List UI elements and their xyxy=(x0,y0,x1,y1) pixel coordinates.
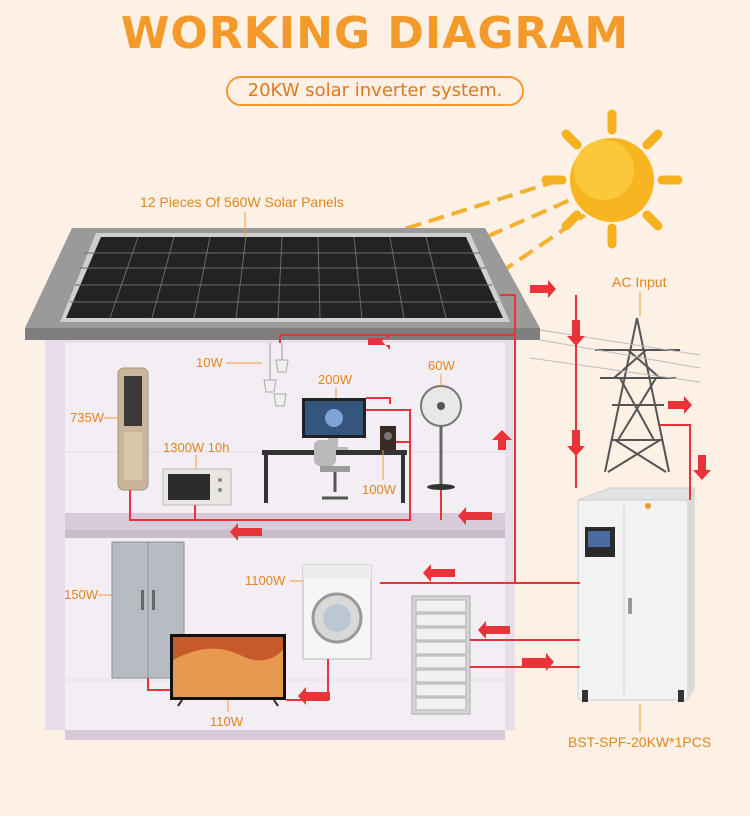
flow-arrows xyxy=(230,280,711,705)
tv-power-label: 110W xyxy=(210,714,243,729)
wiring xyxy=(129,294,691,701)
lamp-icon xyxy=(263,343,289,407)
lamp-power-label: 10W xyxy=(196,355,223,370)
sun-icon xyxy=(541,109,683,249)
computer-power-label: 200W xyxy=(318,372,352,387)
subtitle-badge: 20KW solar inverter system. xyxy=(226,76,524,106)
microwave-icon xyxy=(162,468,232,506)
fan-power-label: 60W xyxy=(428,358,455,373)
speaker-icon xyxy=(380,426,396,450)
microwave-power-label: 1300W 10h xyxy=(163,440,230,455)
solar-panels-label: 12 Pieces Of 560W Solar Panels xyxy=(140,194,344,210)
speaker-power-label: 100W xyxy=(362,482,396,497)
air-conditioner-power-label: 735W xyxy=(70,410,104,425)
washer-power-label: 1100W xyxy=(245,573,286,588)
ac-input-label: AC Input xyxy=(612,274,667,290)
chair-icon xyxy=(314,440,350,500)
washer-icon xyxy=(302,564,372,660)
inverter-model-label: BST-SPF-20KW*1PCS xyxy=(568,734,712,750)
battery-icon xyxy=(411,595,471,715)
pylon-icon xyxy=(529,317,701,473)
tv-icon xyxy=(170,634,286,707)
inverter-icon xyxy=(577,487,696,702)
fridge-power-label: 150W xyxy=(64,587,98,602)
air-conditioner-icon xyxy=(117,367,149,491)
fan-icon xyxy=(420,385,462,490)
page-title: WORKING DIAGRAM xyxy=(120,8,630,59)
solar-panel-icon xyxy=(60,233,510,322)
